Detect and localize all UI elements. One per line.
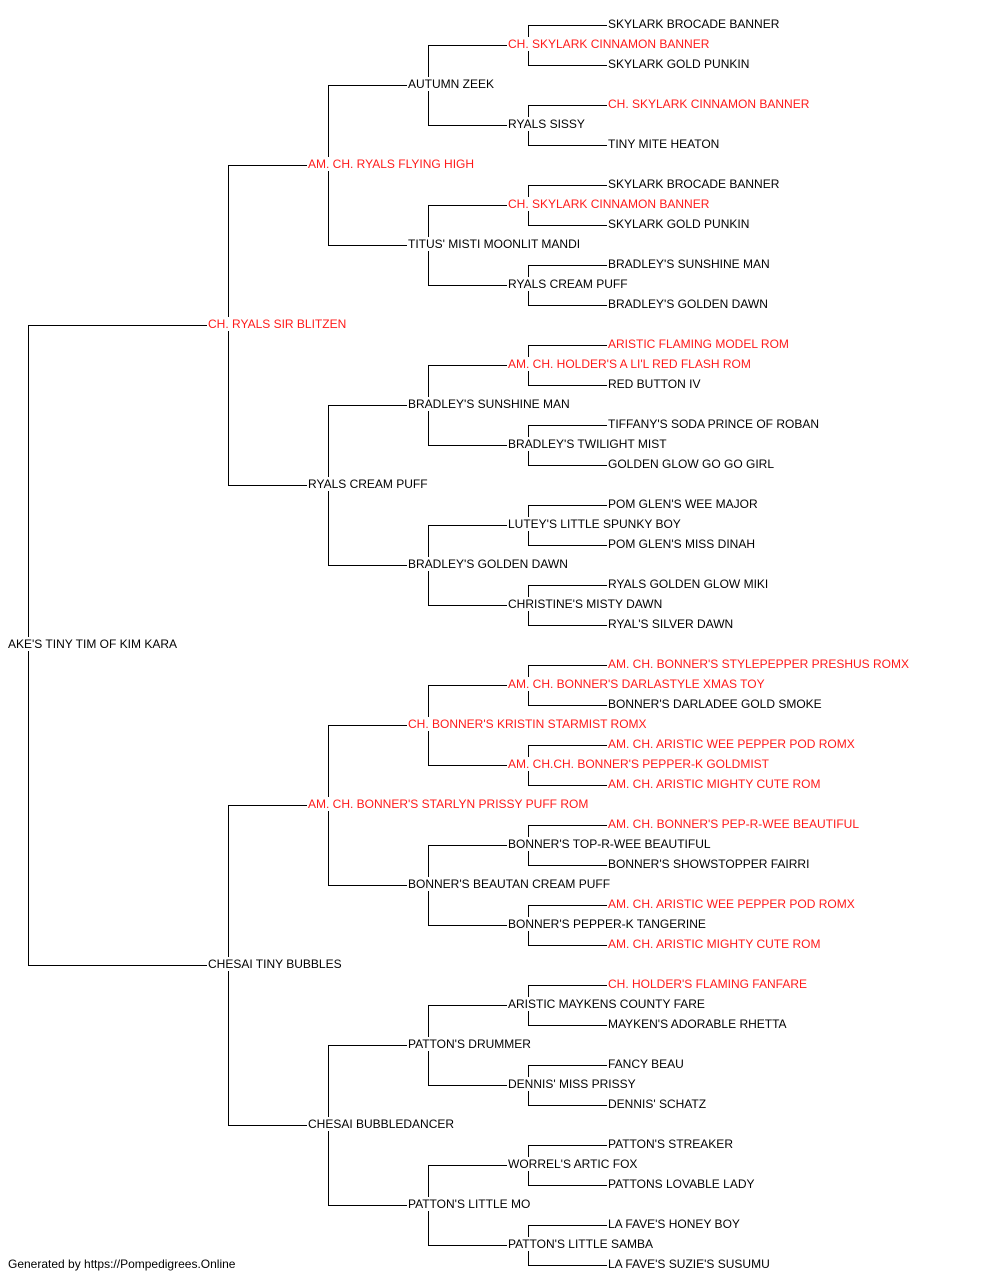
pedigree-entry-gen5: MAYKEN'S ADORABLE RHETTA — [607, 1017, 788, 1031]
pedigree-entry-gen2: AM. CH. RYALS FLYING HIGH — [307, 157, 476, 171]
pedigree-entry-gen5: RYALS GOLDEN GLOW MIKI — [607, 577, 770, 591]
pedigree-entry-gen5: PATTONS LOVABLE LADY — [607, 1177, 756, 1191]
pedigree-entry-gen4: ARISTIC MAYKENS COUNTY FARE — [507, 997, 706, 1011]
pedigree-entry-gen4: RYALS SISSY — [507, 117, 586, 131]
pedigree-entry-gen5: PATTON'S STREAKER — [607, 1137, 734, 1151]
pedigree-entry-gen5: AM. CH. ARISTIC MIGHTY CUTE ROM — [607, 937, 822, 951]
pedigree-entry-gen4: PATTON'S LITTLE SAMBA — [507, 1237, 654, 1251]
pedigree-entry-gen5: BRADLEY'S GOLDEN DAWN — [607, 297, 769, 311]
pedigree-entry-gen5: SKYLARK BROCADE BANNER — [607, 17, 781, 31]
pedigree-entry-gen2: RYALS CREAM PUFF — [307, 477, 429, 491]
pedigree-entry-gen5: LA FAVE'S HONEY BOY — [607, 1217, 741, 1231]
pedigree-entry-gen5: BONNER'S SHOWSTOPPER FAIRRI — [607, 857, 811, 871]
pedigree-entry-gen3: BRADLEY'S SUNSHINE MAN — [407, 397, 571, 411]
pedigree-entry-gen3: PATTON'S DRUMMER — [407, 1037, 532, 1051]
pedigree-entry-gen4: LUTEY'S LITTLE SPUNKY BOY — [507, 517, 682, 531]
pedigree-entry-gen5: CH. SKYLARK CINNAMON BANNER — [607, 97, 811, 111]
pedigree-entry-gen3: TITUS' MISTI MOONLIT MANDI — [407, 237, 582, 251]
pedigree-entry-gen5: TIFFANY'S SODA PRINCE OF ROBAN — [607, 417, 820, 431]
pedigree-entry-gen4: RYALS CREAM PUFF — [507, 277, 629, 291]
pedigree-entry-gen3: CH. BONNER'S KRISTIN STARMIST ROMX — [407, 717, 648, 731]
pedigree-entry-gen3: BRADLEY'S GOLDEN DAWN — [407, 557, 569, 571]
pedigree-entry-gen5: POM GLEN'S WEE MAJOR — [607, 497, 759, 511]
pedigree-entry-gen5: RYAL'S SILVER DAWN — [607, 617, 735, 631]
pedigree-entry-gen5: FANCY BEAU — [607, 1057, 685, 1071]
pedigree-entry-gen0: AKE'S TINY TIM OF KIM KARA — [7, 637, 178, 651]
pedigree-entry-gen5: SKYLARK GOLD PUNKIN — [607, 57, 751, 71]
pedigree-entry-gen4: CH. SKYLARK CINNAMON BANNER — [507, 37, 711, 51]
pedigree-entry-gen5: AM. CH. ARISTIC WEE PEPPER POD ROMX — [607, 737, 856, 751]
pedigree-entry-gen2: AM. CH. BONNER'S STARLYN PRISSY PUFF ROM — [307, 797, 590, 811]
pedigree-entry-gen4: BONNER'S PEPPER-K TANGERINE — [507, 917, 707, 931]
pedigree-entry-gen5: AM. CH. BONNER'S PEP-R-WEE BEAUTIFUL — [607, 817, 860, 831]
pedigree-entry-gen4: BONNER'S TOP-R-WEE BEAUTIFUL — [507, 837, 712, 851]
pedigree-entry-gen5: GOLDEN GLOW GO GO GIRL — [607, 457, 776, 471]
pedigree-entry-gen5: LA FAVE'S SUZIE'S SUSUMU — [607, 1257, 771, 1271]
pedigree-entry-gen4: AM. CH. BONNER'S DARLASTYLE XMAS TOY — [507, 677, 766, 691]
pedigree-entry-gen4: DENNIS' MISS PRISSY — [507, 1077, 637, 1091]
pedigree-entry-gen5: SKYLARK BROCADE BANNER — [607, 177, 781, 191]
pedigree-entry-gen4: AM. CH. HOLDER'S A LI'L RED FLASH ROM — [507, 357, 752, 371]
pedigree-entry-gen5: DENNIS' SCHATZ — [607, 1097, 708, 1111]
pedigree-entry-gen4: CHRISTINE'S MISTY DAWN — [507, 597, 664, 611]
pedigree-entry-gen5: BRADLEY'S SUNSHINE MAN — [607, 257, 771, 271]
pedigree-entry-gen4: WORREL'S ARTIC FOX — [507, 1157, 639, 1171]
pedigree-entry-gen4: AM. CH.CH. BONNER'S PEPPER-K GOLDMIST — [507, 757, 770, 771]
pedigree-entry-gen5: AM. CH. ARISTIC WEE PEPPER POD ROMX — [607, 897, 856, 911]
pedigree-entry-gen5: AM. CH. BONNER'S STYLEPEPPER PRESHUS ROM… — [607, 657, 911, 671]
pedigree-entry-gen5: AM. CH. ARISTIC MIGHTY CUTE ROM — [607, 777, 822, 791]
pedigree-entry-gen5: CH. HOLDER'S FLAMING FANFARE — [607, 977, 808, 991]
pedigree-entry-gen3: AUTUMN ZEEK — [407, 77, 496, 91]
pedigree-entry-gen1: CHESAI TINY BUBBLES — [207, 957, 343, 971]
pedigree-entry-gen5: ARISTIC FLAMING MODEL ROM — [607, 337, 790, 351]
pedigree-entry-gen2: CHESAI BUBBLEDANCER — [307, 1117, 456, 1131]
pedigree-entry-gen4: CH. SKYLARK CINNAMON BANNER — [507, 197, 711, 211]
pedigree-entry-gen5: TINY MITE HEATON — [607, 137, 721, 151]
pedigree-entry-gen3: PATTON'S LITTLE MO — [407, 1197, 532, 1211]
pedigree-entry-gen5: SKYLARK GOLD PUNKIN — [607, 217, 751, 231]
pedigree-entry-gen1: CH. RYALS SIR BLITZEN — [207, 317, 348, 331]
footer-credit: Generated by https://Pompedigrees.Online — [8, 1257, 236, 1271]
pedigree-entry-gen5: RED BUTTON IV — [607, 377, 702, 391]
pedigree-entry-gen4: BRADLEY'S TWILIGHT MIST — [507, 437, 668, 451]
pedigree-entry-gen5: BONNER'S DARLADEE GOLD SMOKE — [607, 697, 823, 711]
pedigree-entry-gen5: POM GLEN'S MISS DINAH — [607, 537, 756, 551]
pedigree-entry-gen3: BONNER'S BEAUTAN CREAM PUFF — [407, 877, 612, 891]
